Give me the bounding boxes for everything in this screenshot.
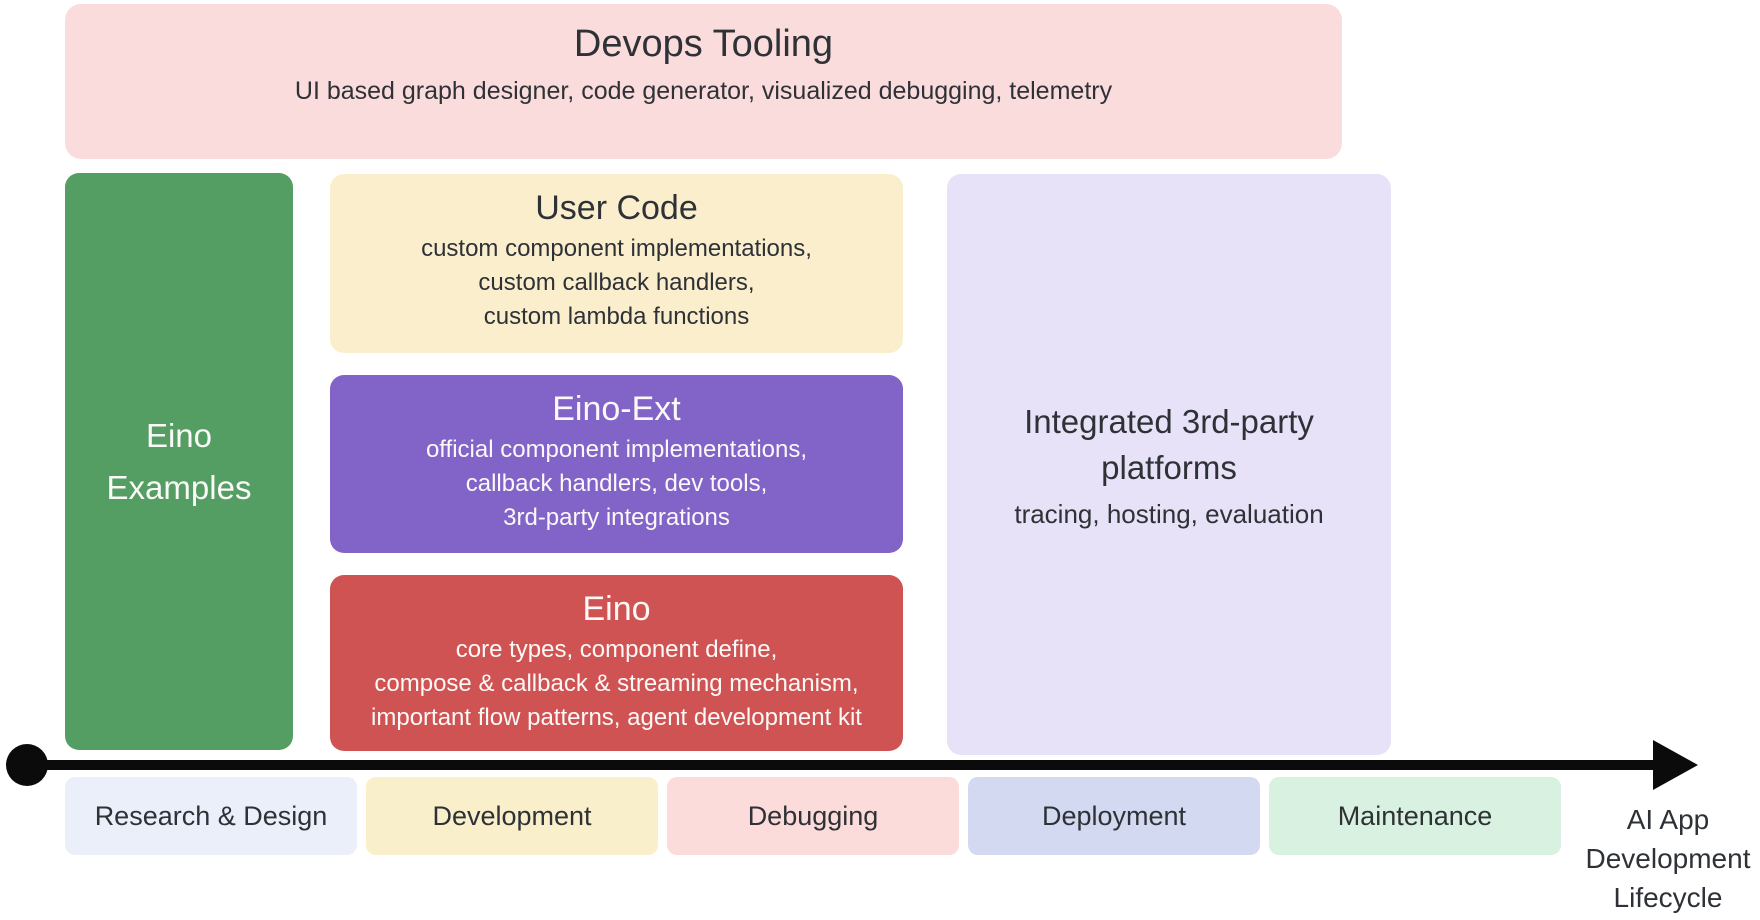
eino-examples-title-line1: Eino [145,416,213,454]
integrated-platforms-title-line2: platforms [1101,449,1237,486]
axis-label-line: Development [1585,843,1751,874]
eino-examples-title-line2: Examples [106,468,252,506]
stage-chip-research-design: Research & Design [65,777,357,855]
stage-chip-maintenance: Maintenance [1269,777,1561,855]
eino-ext-title: Eino-Ext [552,390,681,428]
devops-tooling-box: Devops Tooling UI based graph designer, … [65,4,1342,159]
stage-chip-label: Debugging [747,800,879,831]
stage-chip-label: Development [432,800,592,831]
eino-ext-line: 3rd-party integrations [503,504,730,531]
eino-title: Eino [582,590,651,628]
eino-line: compose & callback & streaming mechanism… [374,670,859,697]
devops-tooling-subtitle: UI based graph designer, code generator,… [294,77,1113,105]
eino-ext-box: Eino-Ext official component implementati… [330,375,903,553]
axis-label-lifecycle: AI App Development Lifecycle [1575,800,1760,917]
user-code-title: User Code [535,189,698,227]
stage-chip-label: Research & Design [94,800,328,831]
stage-chip-label: Maintenance [1337,800,1493,831]
axis-label-line: Lifecycle [1613,882,1723,913]
integrated-platforms-title-line1: Integrated 3rd-party [1024,403,1314,440]
devops-tooling-title: Devops Tooling [573,23,834,65]
timeline-arrowhead-icon [1653,740,1698,790]
eino-box: Eino core types, component define, compo… [330,575,903,751]
stage-chip-debugging: Debugging [667,777,959,855]
eino-ext-line: official component implementations, [425,436,808,463]
eino-ext-line: callback handlers, dev tools, [465,470,768,497]
stage-chip-label: Deployment [1041,800,1187,831]
stage-chip-development: Development [366,777,658,855]
eino-line: core types, component define, [455,636,778,663]
eino-examples-box: Eino Examples [65,173,293,750]
user-code-line: custom component implementations, [421,235,812,262]
user-code-line: custom callback handlers, [478,269,755,296]
timeline-axis-line [27,760,1655,770]
axis-label-line: AI App [1626,804,1710,835]
stage-chip-deployment: Deployment [968,777,1260,855]
integrated-platforms-subtitle: tracing, hosting, evaluation [1014,499,1324,529]
integrated-platforms-box: Integrated 3rd-party platforms tracing, … [947,174,1391,755]
eino-line: important flow patterns, agent developme… [371,704,862,731]
user-code-box: User Code custom component implementatio… [330,174,903,353]
user-code-line: custom lambda functions [483,303,750,330]
